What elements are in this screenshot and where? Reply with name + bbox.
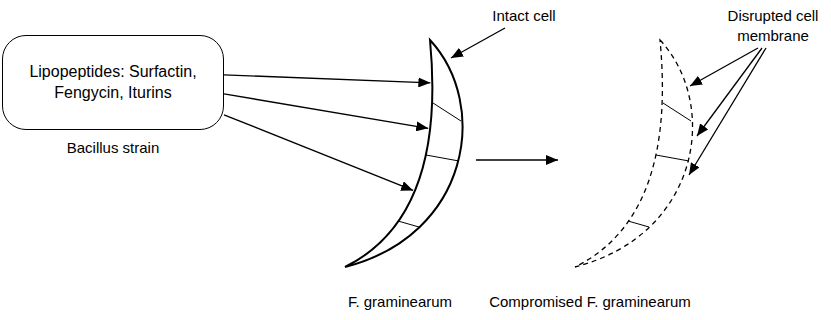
cell-septum bbox=[628, 221, 649, 227]
cell-septum bbox=[426, 155, 459, 161]
crescent-cell bbox=[330, 35, 470, 320]
fungal-cell: Compromised F. graminearum bbox=[560, 35, 700, 320]
cell-septum bbox=[656, 155, 689, 161]
crescent-cell bbox=[560, 35, 700, 320]
leader-lines bbox=[451, 28, 766, 175]
leader-line bbox=[689, 48, 766, 175]
annotation-label: Intact cell bbox=[474, 6, 574, 26]
cell-septum bbox=[398, 221, 419, 227]
flow-arrow bbox=[224, 94, 428, 128]
cell-name: Compromised F. graminearum bbox=[480, 292, 700, 312]
annotation-label: Disrupted cell membrane bbox=[720, 6, 826, 47]
cell-septum bbox=[663, 103, 691, 121]
process-box: Lipopeptides: Surfactin, Fengycin, Ituri… bbox=[2, 35, 224, 170]
rounded-box-outline: Lipopeptides: Surfactin, Fengycin, Ituri… bbox=[2, 35, 224, 130]
cell-septum bbox=[433, 103, 461, 121]
box-text: Lipopeptides: Surfactin, Fengycin, Ituri… bbox=[13, 62, 213, 104]
cell-name: F. graminearum bbox=[330, 292, 470, 312]
flow-arrow bbox=[476, 159, 558, 160]
leader-line bbox=[451, 28, 505, 58]
cell-outline bbox=[575, 40, 693, 267]
flow-arrow bbox=[224, 115, 413, 191]
box-heading: Bacillus strain bbox=[2, 138, 224, 158]
flow-arrow bbox=[224, 75, 430, 83]
cell-outline bbox=[345, 40, 463, 267]
leader-line bbox=[697, 48, 762, 136]
fungal-cell: F. graminearum bbox=[330, 35, 470, 320]
